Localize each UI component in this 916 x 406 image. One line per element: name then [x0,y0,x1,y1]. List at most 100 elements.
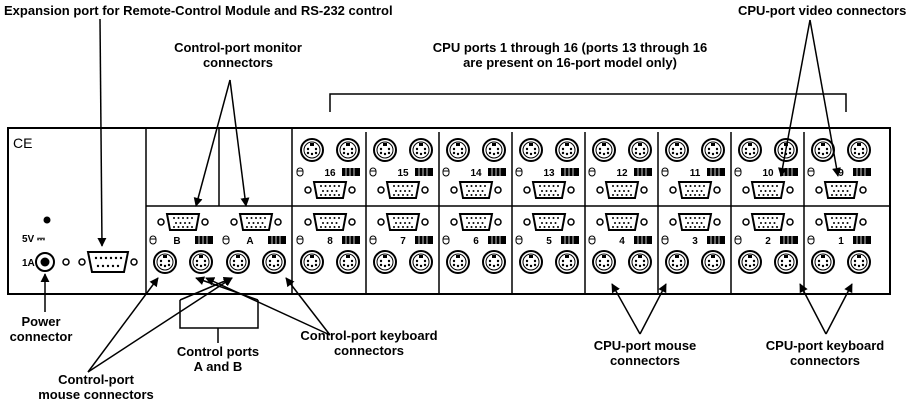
port-number-9: 9 [838,168,844,179]
ps2-port-3-keyboard[interactable] [701,250,725,274]
keyboard-icon [488,168,506,176]
ps2-port-7-keyboard[interactable] [409,250,433,274]
port-number-15: 15 [397,168,409,179]
ps2-port-2-keyboard[interactable] [774,250,798,274]
port-dividers [365,132,805,294]
control-mouse-B[interactable] [153,250,177,274]
mouse-icon [369,167,377,177]
video-port-5[interactable] [523,213,575,231]
keyboard-icon [707,236,725,244]
ps2-port-2-mouse[interactable] [738,250,762,274]
ps2-port-13-mouse[interactable] [519,138,543,162]
port-number-3: 3 [692,236,698,247]
video-port-12[interactable] [596,181,648,199]
arrow-monitor-b [193,79,231,207]
control-port-B: B [173,236,180,247]
label-cpu-ports: CPU ports 1 through 16 (ports 13 through… [432,40,708,70]
video-port-3[interactable] [669,213,721,231]
ps2-port-5-keyboard[interactable] [555,250,579,274]
video-port-8[interactable] [304,213,356,231]
ps2-port-15-mouse[interactable] [373,138,397,162]
ps2-port-6-mouse[interactable] [446,250,470,274]
mouse-icon [588,235,596,245]
video-port-13[interactable] [523,181,575,199]
arrow-kbd-b [205,277,331,336]
ps2-port-3-mouse[interactable] [665,250,689,274]
control-mouse-A[interactable] [226,250,250,274]
keyboard-icon [415,236,433,244]
ps2-port-11-mouse[interactable] [665,138,689,162]
voltage-label: 5V ⎓ [22,234,45,245]
keyboard-icon [415,168,433,176]
port-number-4: 4 [619,236,625,247]
ps2-port-4-keyboard[interactable] [628,250,652,274]
screw [62,258,70,266]
mouse-icon [515,167,523,177]
video-port-9[interactable] [815,181,867,199]
ps2-port-1-mouse[interactable] [811,250,835,274]
ps2-port-8-keyboard[interactable] [336,250,360,274]
ps2-port-9-mouse[interactable] [811,138,835,162]
ps2-port-7-mouse[interactable] [373,250,397,274]
control-monitor-B[interactable] [157,213,209,231]
video-port-2[interactable] [742,213,794,231]
mouse-icon [588,167,596,177]
video-port-16[interactable] [304,181,356,199]
video-port-6[interactable] [450,213,502,231]
keyboard-icon [634,168,652,176]
arrow-expansion [97,18,107,247]
control-keyboard-A[interactable] [262,250,286,274]
arrow-ctrl-a1 [179,277,233,301]
ps2-port-8-mouse[interactable] [300,250,324,274]
ps2-port-15-keyboard[interactable] [409,138,433,162]
video-port-4[interactable] [596,213,648,231]
video-port-15[interactable] [377,181,429,199]
video-port-14[interactable] [450,181,502,199]
video-port-1[interactable] [815,213,867,231]
video-port-11[interactable] [669,181,721,199]
ps2-port-12-keyboard[interactable] [628,138,652,162]
control-keyboard-B[interactable] [189,250,213,274]
ps2-port-6-keyboard[interactable] [482,250,506,274]
ps2-port-4-mouse[interactable] [592,250,616,274]
callout-arrows [40,18,853,373]
keyboard-icon [853,168,871,176]
arrow-kbd-a [285,277,331,336]
keyboard-icon [853,236,871,244]
ps2-port-11-keyboard[interactable] [701,138,725,162]
arrow-cpu-mouse-2 [639,283,667,335]
keyboard-icon [342,236,360,244]
ps2-port-9-keyboard[interactable] [847,138,871,162]
mouse-icon [296,235,304,245]
ps2-port-16-mouse[interactable] [300,138,324,162]
ps2-port-1-keyboard[interactable] [847,250,871,274]
mouse-icon [661,235,669,245]
expansion-port[interactable] [78,251,138,273]
video-port-10[interactable] [742,181,794,199]
ps2-port-5-mouse[interactable] [519,250,543,274]
label-control-monitor: Control-port monitor connectors [174,40,302,70]
ps2-port-12-mouse[interactable] [592,138,616,162]
control-monitor-A[interactable] [230,213,282,231]
power-led [43,216,51,224]
label-cpu-keyboard: CPU-port keyboard connectors [765,338,885,368]
ps2-port-14-mouse[interactable] [446,138,470,162]
mouse-icon [661,167,669,177]
video-port-7[interactable] [377,213,429,231]
mouse-icon [734,235,742,245]
ps2-port-16-keyboard[interactable] [336,138,360,162]
keyboard-icon [488,236,506,244]
ps2-port-13-keyboard[interactable] [555,138,579,162]
mouse-icon [734,167,742,177]
ps2-port-10-mouse[interactable] [738,138,762,162]
port-number-2: 2 [765,236,771,247]
port-number-16: 16 [324,168,336,179]
mouse-icon [369,235,377,245]
port-number-13: 13 [543,168,555,179]
current-label: 1A [22,258,35,269]
ps2-port-14-keyboard[interactable] [482,138,506,162]
mouse-icon [515,235,523,245]
arrow-mouse-a [87,277,233,373]
